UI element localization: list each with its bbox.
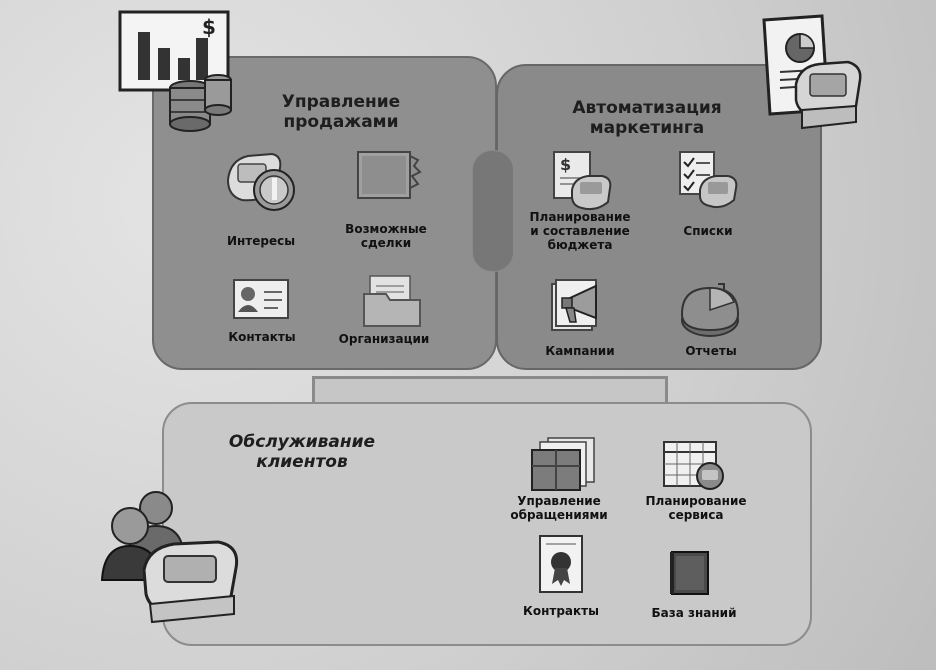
sales-item-interests-label: Интересы bbox=[226, 234, 296, 248]
service-item-cases-label: Управление обращениями bbox=[494, 494, 624, 522]
service-item-scheduling-label-line2: сервиса bbox=[668, 508, 724, 522]
marketing-title-line1: Автоматизация bbox=[572, 98, 722, 118]
sales-item-deals-label-line2: сделки bbox=[360, 236, 412, 250]
service-item-scheduling-label: Планирование сервиса bbox=[626, 494, 766, 522]
service-title-line2: клиентов bbox=[256, 452, 348, 472]
panel-bridge bbox=[472, 150, 514, 272]
service-item-cases-label-line1: Управление bbox=[517, 494, 601, 508]
service-item-cases-label-line2: обращениями bbox=[510, 508, 608, 522]
report-pie-chart-phone-icon bbox=[760, 14, 870, 134]
marketing-title: Автоматизация маркетинга bbox=[552, 98, 742, 138]
reports-pie-chart-icon bbox=[678, 280, 742, 342]
marketing-item-budget-label: Планирование и составление бюджета bbox=[512, 210, 648, 252]
svg-text:$: $ bbox=[202, 15, 216, 39]
marketing-item-budget-label-line1: Планирование bbox=[529, 210, 631, 224]
service-title: Обслуживание клиентов bbox=[212, 432, 392, 472]
sales-item-organizations-label: Организации bbox=[338, 332, 430, 346]
service-item-scheduling-label-line1: Планирование bbox=[645, 494, 747, 508]
deal-folder-icon bbox=[352, 146, 422, 206]
users-phone-icon bbox=[100, 486, 250, 626]
sales-title-line2: продажами bbox=[283, 112, 399, 132]
sales-item-deals-label: Возможные сделки bbox=[336, 222, 436, 250]
budget-planning-icon: $ bbox=[550, 150, 614, 212]
checklist-icon bbox=[676, 150, 738, 212]
campaign-megaphone-icon bbox=[548, 276, 618, 336]
marketing-item-lists-label: Списки bbox=[683, 224, 733, 238]
contact-card-icon bbox=[232, 276, 292, 322]
case-management-icon bbox=[530, 436, 600, 494]
marketing-item-campaigns-label: Кампании bbox=[545, 344, 615, 358]
bar-chart-dollar-coins-icon: $ bbox=[118, 10, 233, 135]
marketing-item-budget-label-line2: и составление bbox=[530, 224, 630, 238]
svg-text:$: $ bbox=[560, 155, 571, 174]
sales-item-contacts-label: Контакты bbox=[228, 330, 296, 344]
marketing-title-line2: маркетинга bbox=[589, 118, 705, 138]
marketing-item-reports-label: Отчеты bbox=[685, 344, 737, 358]
service-item-contracts-label: Контракты bbox=[523, 604, 599, 618]
knowledge-base-book-icon bbox=[666, 548, 716, 598]
marketing-panel bbox=[496, 64, 822, 370]
connector-line bbox=[312, 376, 668, 407]
service-item-knowledge-base-label: База знаний bbox=[651, 606, 737, 620]
sales-title-line1: Управление bbox=[281, 92, 401, 112]
sales-item-deals-label-line1: Возможные bbox=[345, 222, 427, 236]
service-scheduling-icon bbox=[660, 436, 730, 494]
marketing-item-budget-label-line3: бюджета bbox=[547, 238, 613, 252]
interests-phone-clock-icon bbox=[222, 146, 302, 216]
sales-title: Управление продажами bbox=[256, 92, 426, 132]
contract-certificate-icon bbox=[534, 534, 590, 596]
service-title-line1: Обслуживание bbox=[228, 432, 376, 452]
organization-folder-icon bbox=[360, 274, 424, 330]
